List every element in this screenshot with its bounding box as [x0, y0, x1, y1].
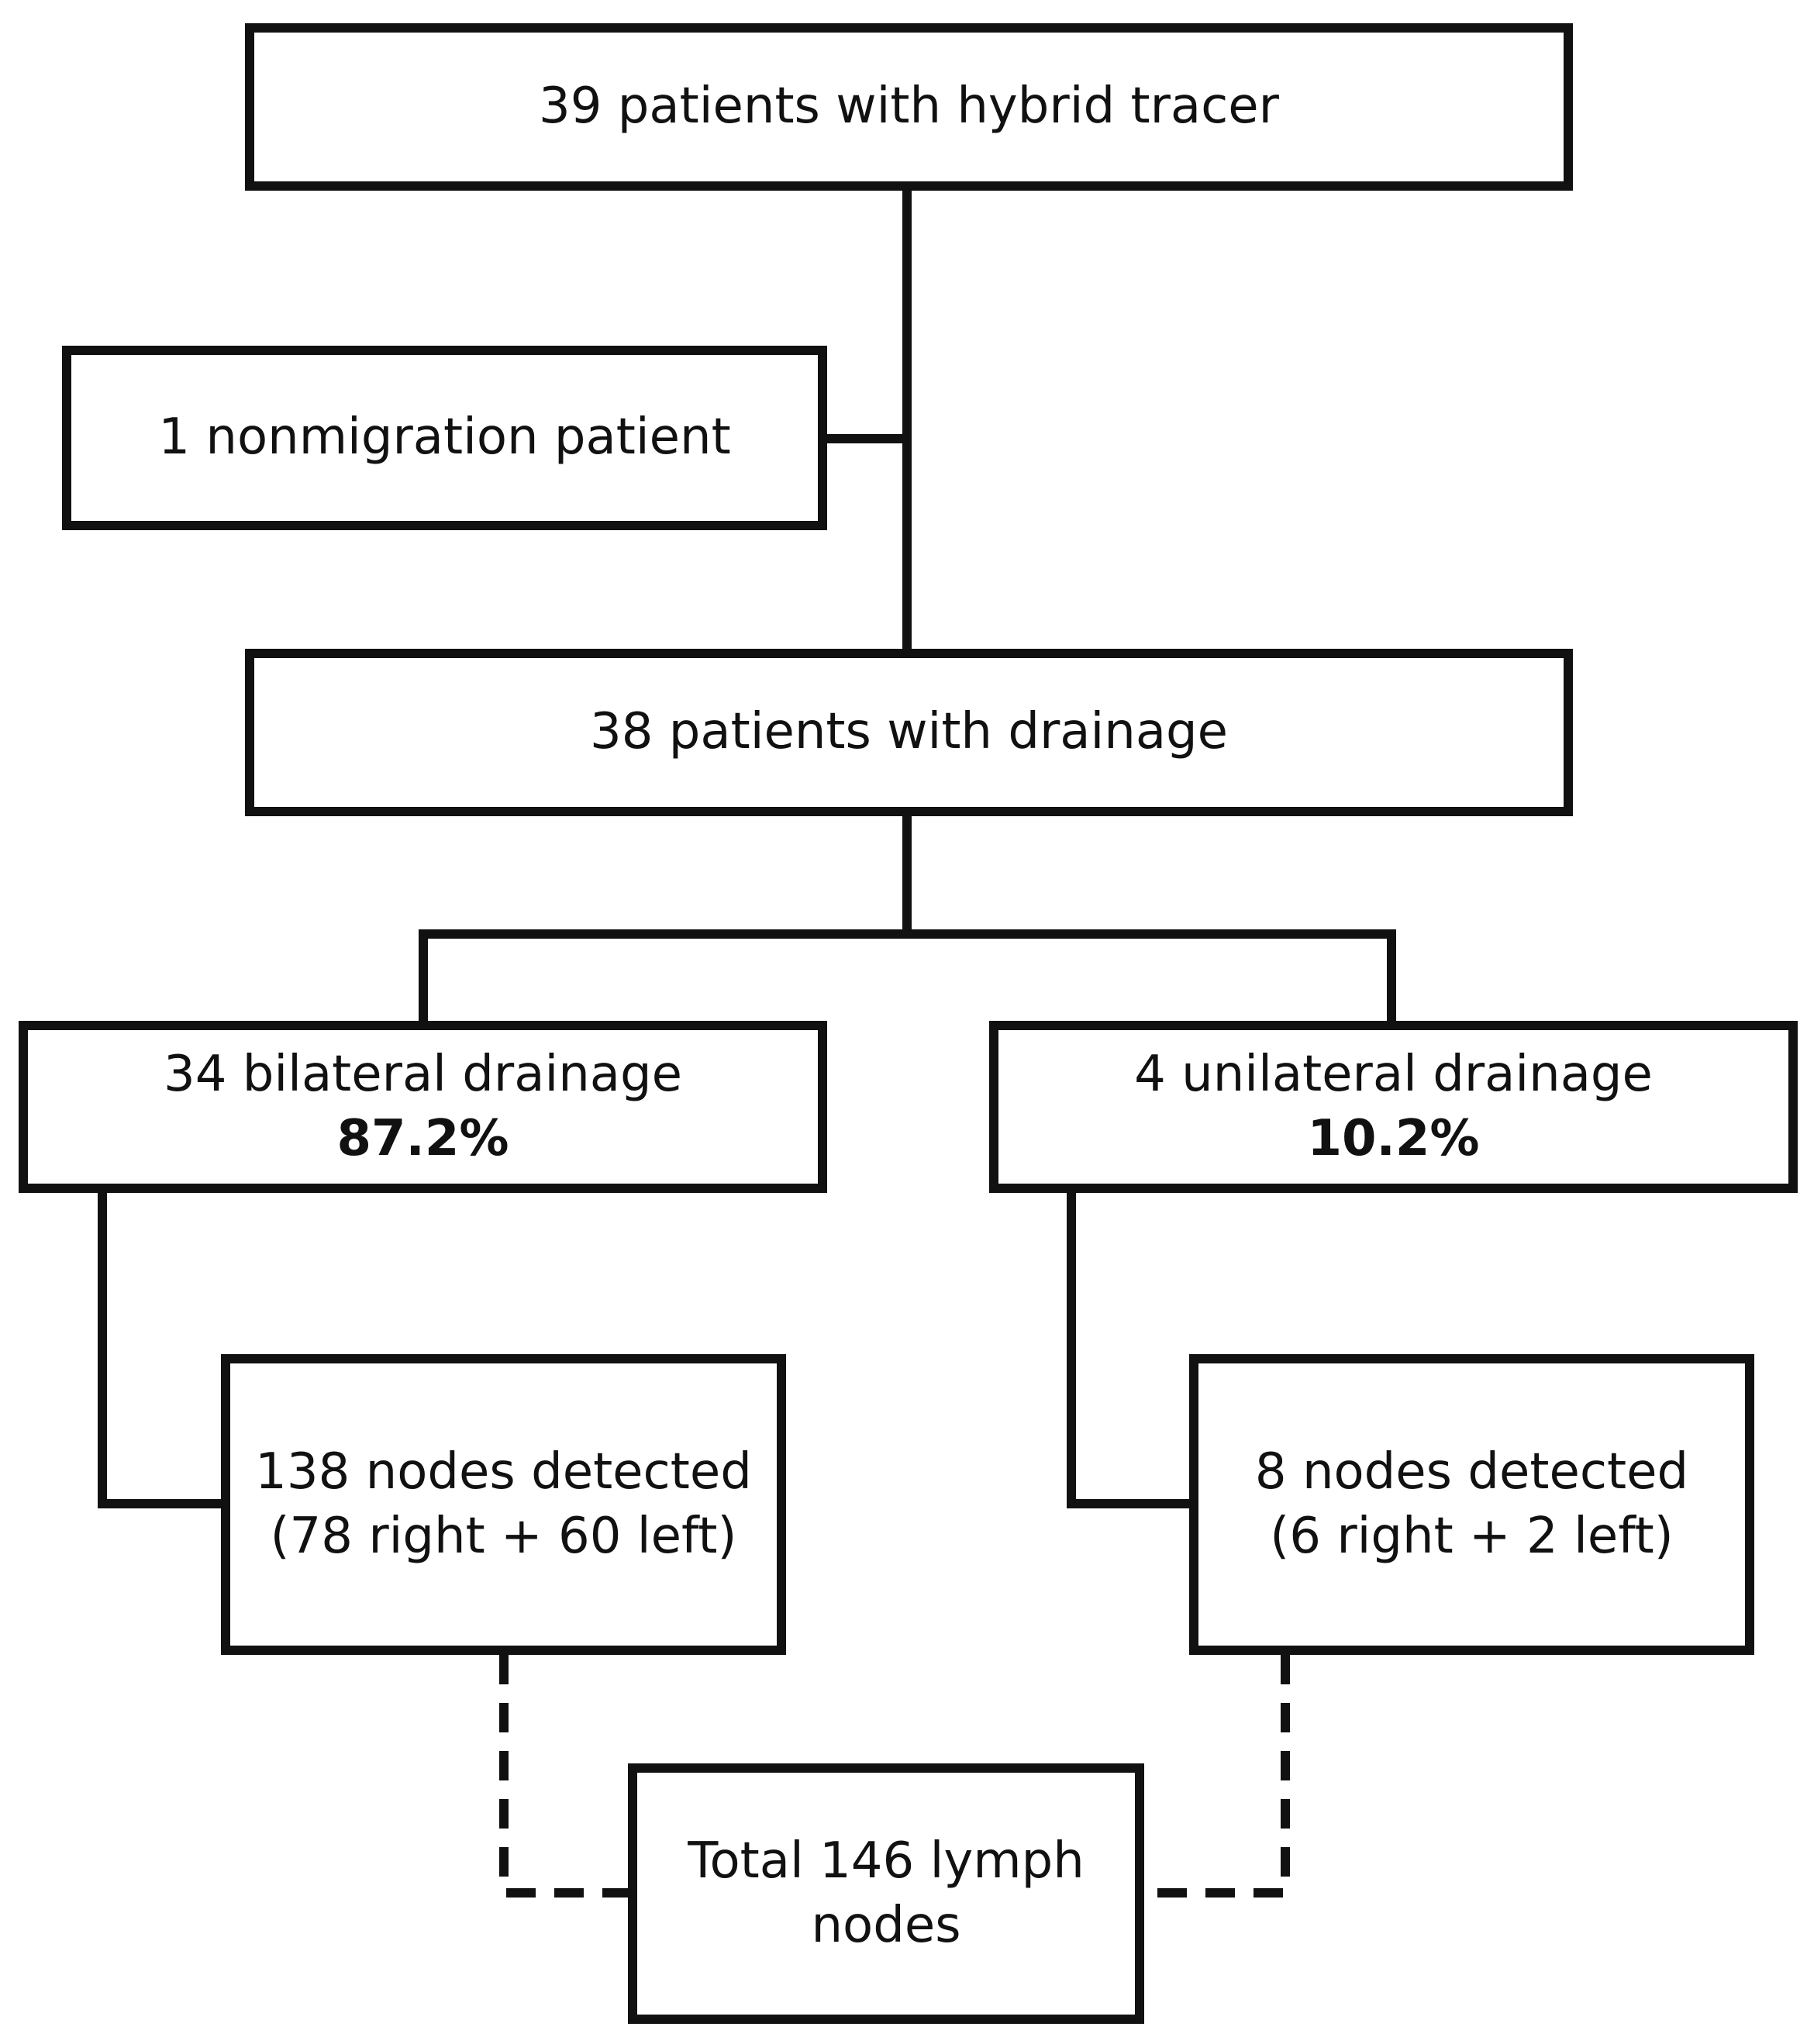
box-subtext: (78 right + 60 left) — [270, 1508, 737, 1565]
box-text: 4 unilateral drainage — [1134, 1045, 1653, 1103]
box-text: 8 nodes detected — [1254, 1443, 1689, 1501]
connector-drainage-split — [419, 929, 1396, 1025]
box-subtext: (6 right + 2 left) — [1270, 1508, 1674, 1565]
connector-unilateral-to-nodes — [1067, 1188, 1194, 1508]
box-unilateral-drainage: 4 unilateral drainage 10.2% — [989, 1021, 1798, 1193]
dashed-connector-left — [499, 1655, 628, 1898]
box-nodes-detected-unilateral: 8 nodes detected (6 right + 2 left) — [1189, 1354, 1754, 1655]
box-bilateral-drainage: 34 bilateral drainage 87.2% — [19, 1021, 827, 1193]
box-percent: 87.2% — [336, 1110, 509, 1167]
box-patients-hybrid-tracer: 39 patients with hybrid tracer — [245, 23, 1573, 191]
box-subtext: nodes — [811, 1897, 961, 1954]
box-total-lymph-nodes: Total 146 lymph nodes — [628, 1763, 1144, 2024]
box-text: 38 patients with drainage — [589, 703, 1229, 761]
box-nodes-detected-bilateral: 138 nodes detected (78 right + 60 left) — [221, 1354, 786, 1655]
box-nonmigration-patient: 1 nonmigration patient — [62, 346, 827, 530]
box-text: 34 bilateral drainage — [163, 1045, 683, 1103]
box-text: 1 nonmigration patient — [158, 408, 731, 467]
box-text: 138 nodes detected — [255, 1443, 752, 1501]
box-patients-with-drainage: 38 patients with drainage — [245, 649, 1573, 816]
box-percent: 10.2% — [1307, 1110, 1480, 1167]
connector-bilateral-to-nodes — [98, 1188, 226, 1508]
dashed-connector-right — [1144, 1655, 1290, 1898]
box-text: Total 146 lymph — [688, 1832, 1085, 1890]
box-text: 39 patients with hybrid tracer — [539, 78, 1279, 136]
